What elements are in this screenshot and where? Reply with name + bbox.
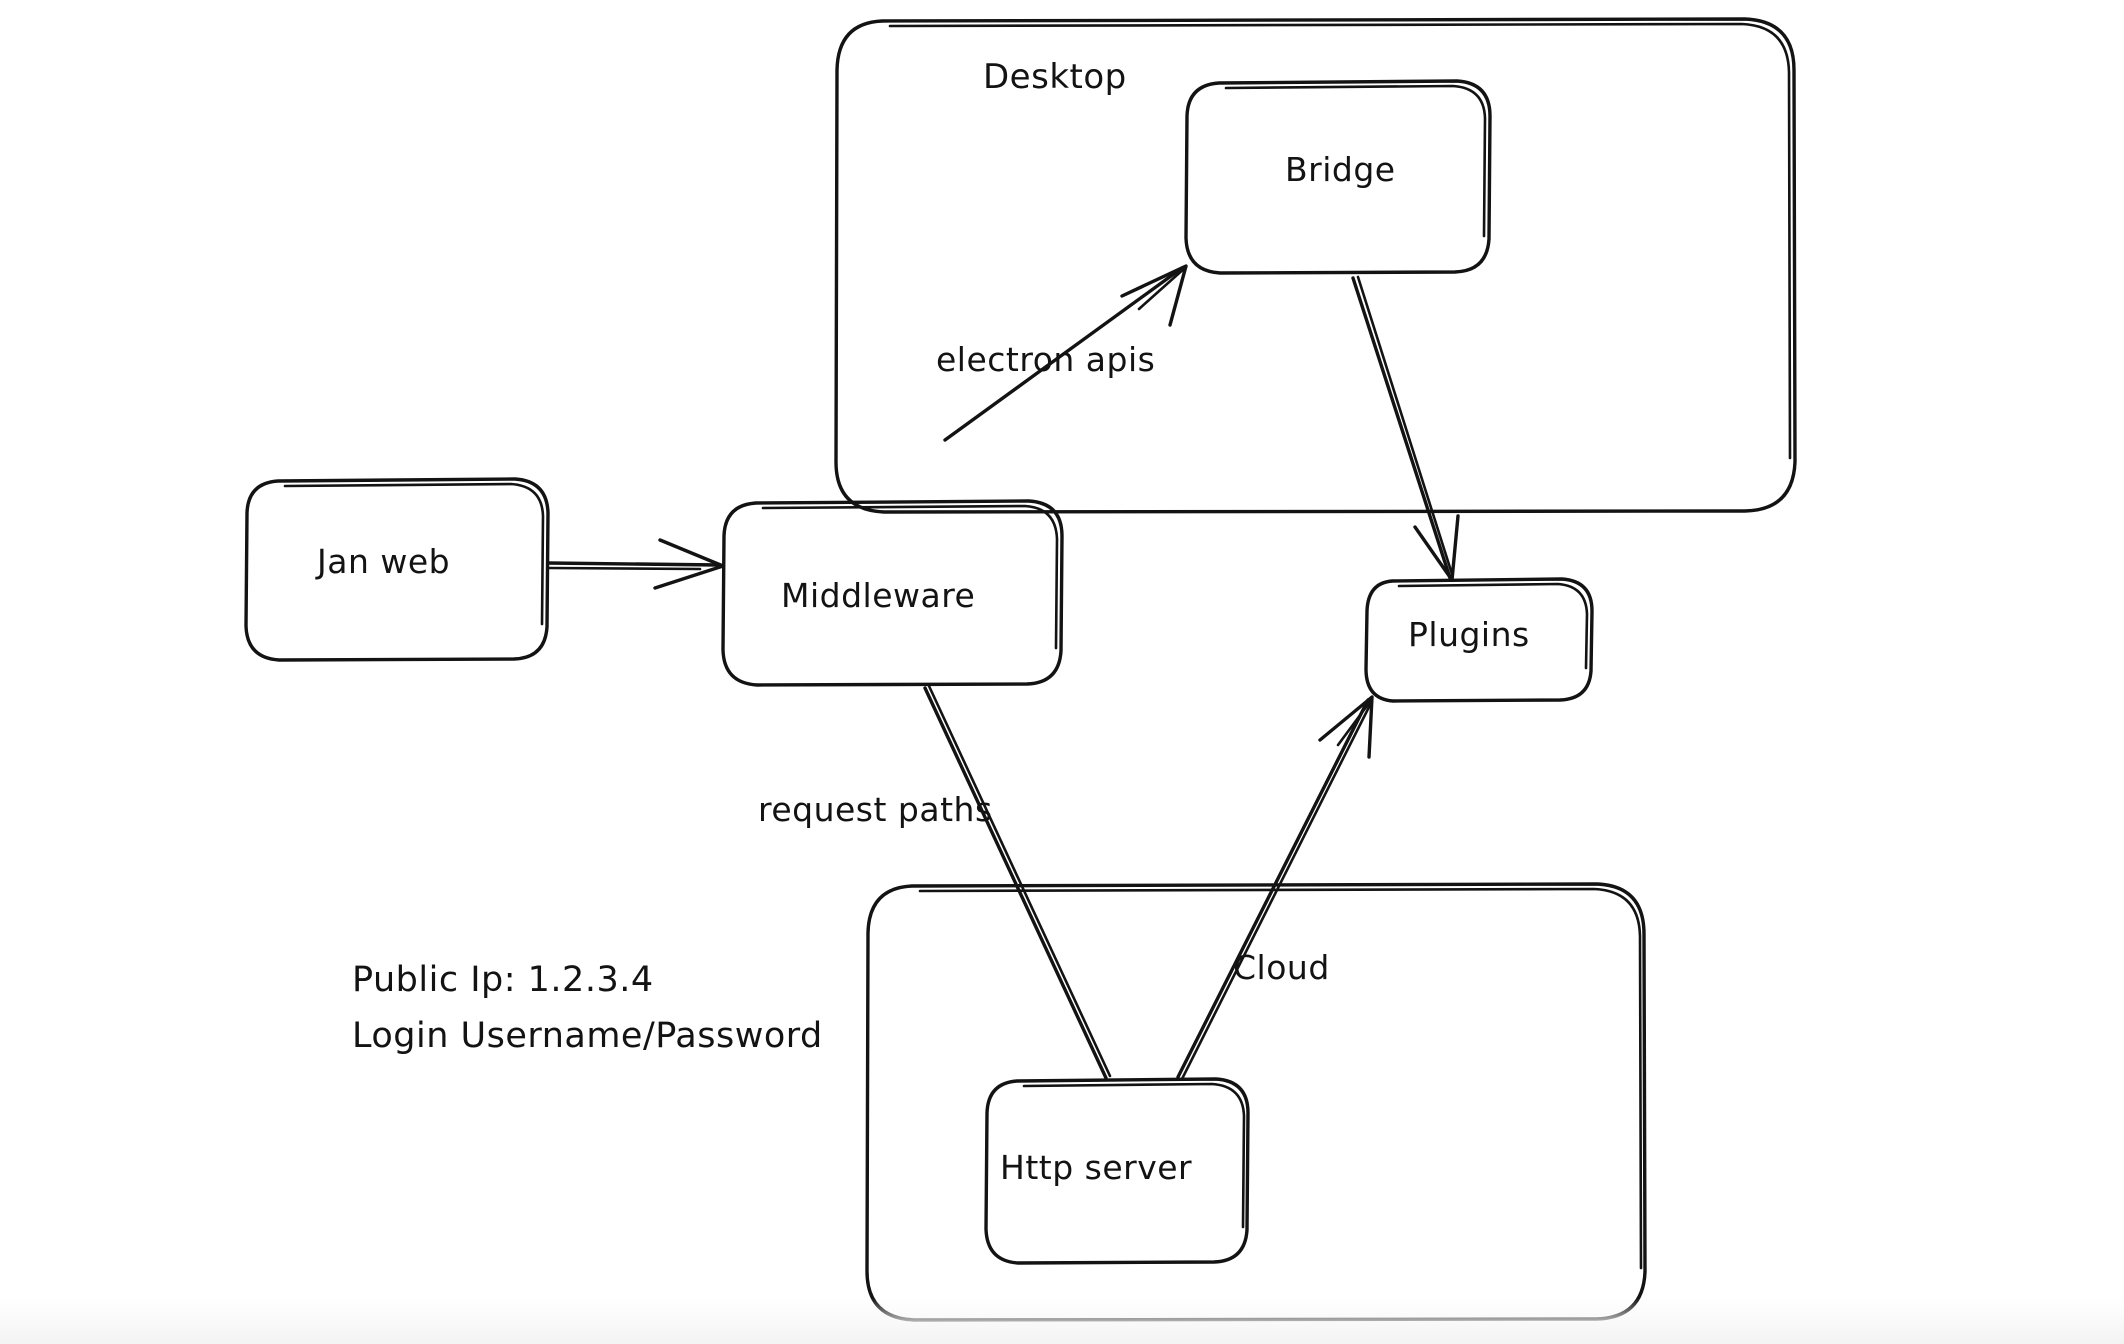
edge-label-cloud: Cloud [1233, 948, 1330, 987]
edge-middleware-to-http-server [923, 684, 1112, 1080]
edge-middleware-to-bridge [943, 264, 1188, 442]
node-plugins-outline [1364, 577, 1594, 703]
node-label-http-server[interactable]: Http server [1000, 1148, 1193, 1187]
edge-janweb-to-middleware [546, 538, 725, 590]
note-login-credentials: Login Username/Password [352, 1016, 823, 1056]
notes-block: Public Ip: 1.2.3.4 Login Username/Passwo… [352, 960, 867, 1070]
edge-bridge-to-plugins [1351, 275, 1460, 582]
edge-label-electron-apis: electron apis [936, 340, 1156, 379]
edge-http-server-to-plugins [1176, 695, 1374, 1081]
edge-label-request-paths: request paths [758, 790, 993, 829]
node-http-server-outline [984, 1077, 1250, 1265]
node-jan-web-outline [244, 477, 550, 662]
group-label-desktop: Desktop [983, 57, 1127, 97]
node-middleware-outline [721, 499, 1064, 687]
node-label-middleware[interactable]: Middleware [781, 576, 976, 615]
note-public-ip: Public Ip: 1.2.3.4 [352, 960, 654, 1000]
node-label-bridge[interactable]: Bridge [1285, 150, 1396, 189]
node-label-plugins[interactable]: Plugins [1408, 615, 1530, 654]
node-bridge-outline [1184, 79, 1492, 275]
group-desktop-outline [834, 17, 1797, 514]
node-label-jan-web[interactable]: Jan web [317, 542, 451, 581]
